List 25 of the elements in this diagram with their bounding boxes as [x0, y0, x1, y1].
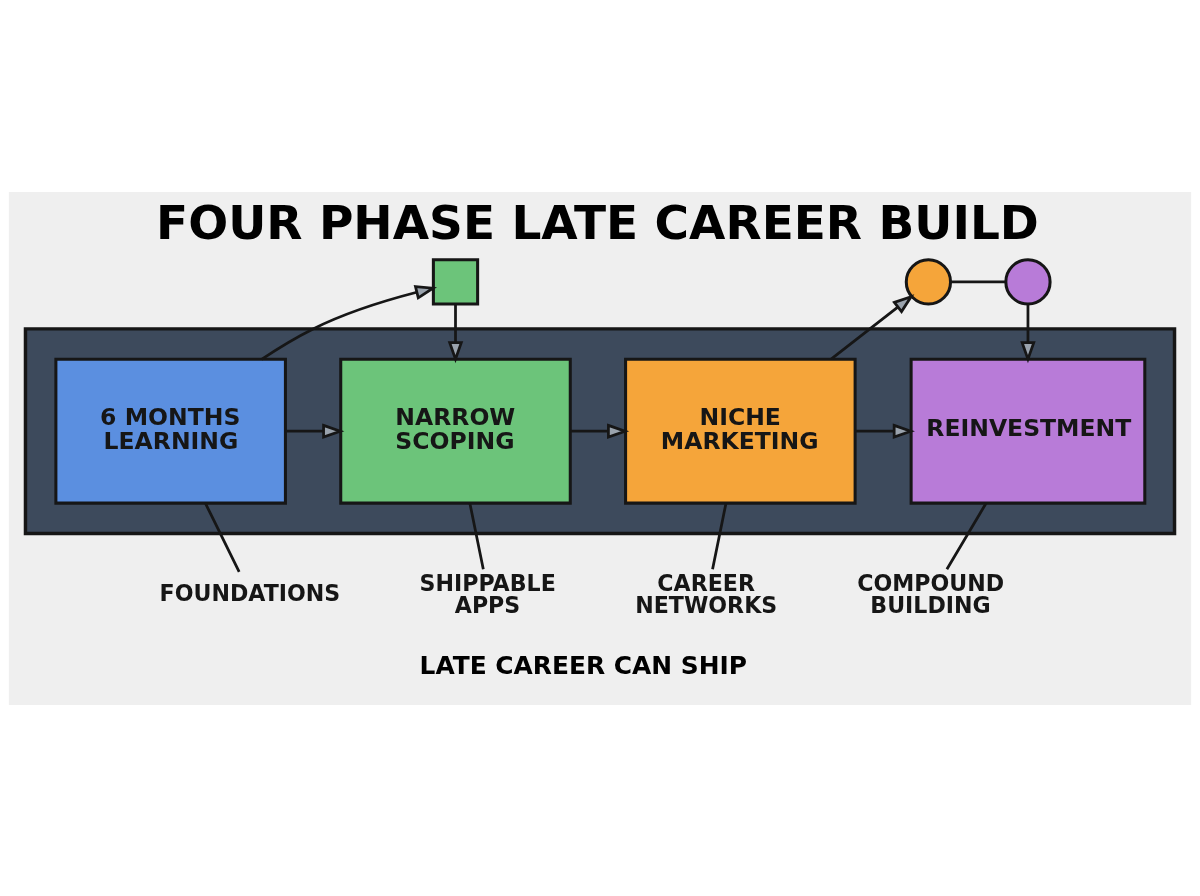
arrow	[855, 422, 915, 439]
connector	[468, 502, 485, 570]
connector	[945, 502, 988, 570]
diagram-title: FOUR PHASE LATE CAREER BUILD	[156, 194, 1039, 250]
node-text: SHIPPABLE APPS	[419, 569, 556, 618]
arrow	[1020, 303, 1036, 363]
node-box: 6 MONTHS LEARNING	[54, 357, 287, 505]
arrow	[570, 422, 630, 439]
connector	[950, 280, 1006, 283]
arrow	[830, 293, 915, 360]
node-text: FOUNDATIONS	[159, 579, 341, 606]
node-text: COMPOUND BUILDING	[857, 569, 1005, 618]
connector	[204, 502, 241, 573]
arrow	[447, 303, 464, 363]
node-text: CAREER NETWORKS	[635, 569, 778, 618]
node-circle	[904, 257, 953, 305]
arrow	[285, 422, 345, 439]
node-circle	[1004, 257, 1052, 305]
node-box: NARROW SCOPING	[339, 357, 572, 505]
node-box	[431, 257, 480, 305]
caption: LATE CAREER CAN SHIP	[419, 650, 748, 680]
arrow	[260, 284, 438, 360]
node-box: REINVESTMENT	[909, 357, 1147, 505]
connector	[711, 502, 728, 570]
node-box: NICHE MARKETING	[624, 357, 857, 505]
